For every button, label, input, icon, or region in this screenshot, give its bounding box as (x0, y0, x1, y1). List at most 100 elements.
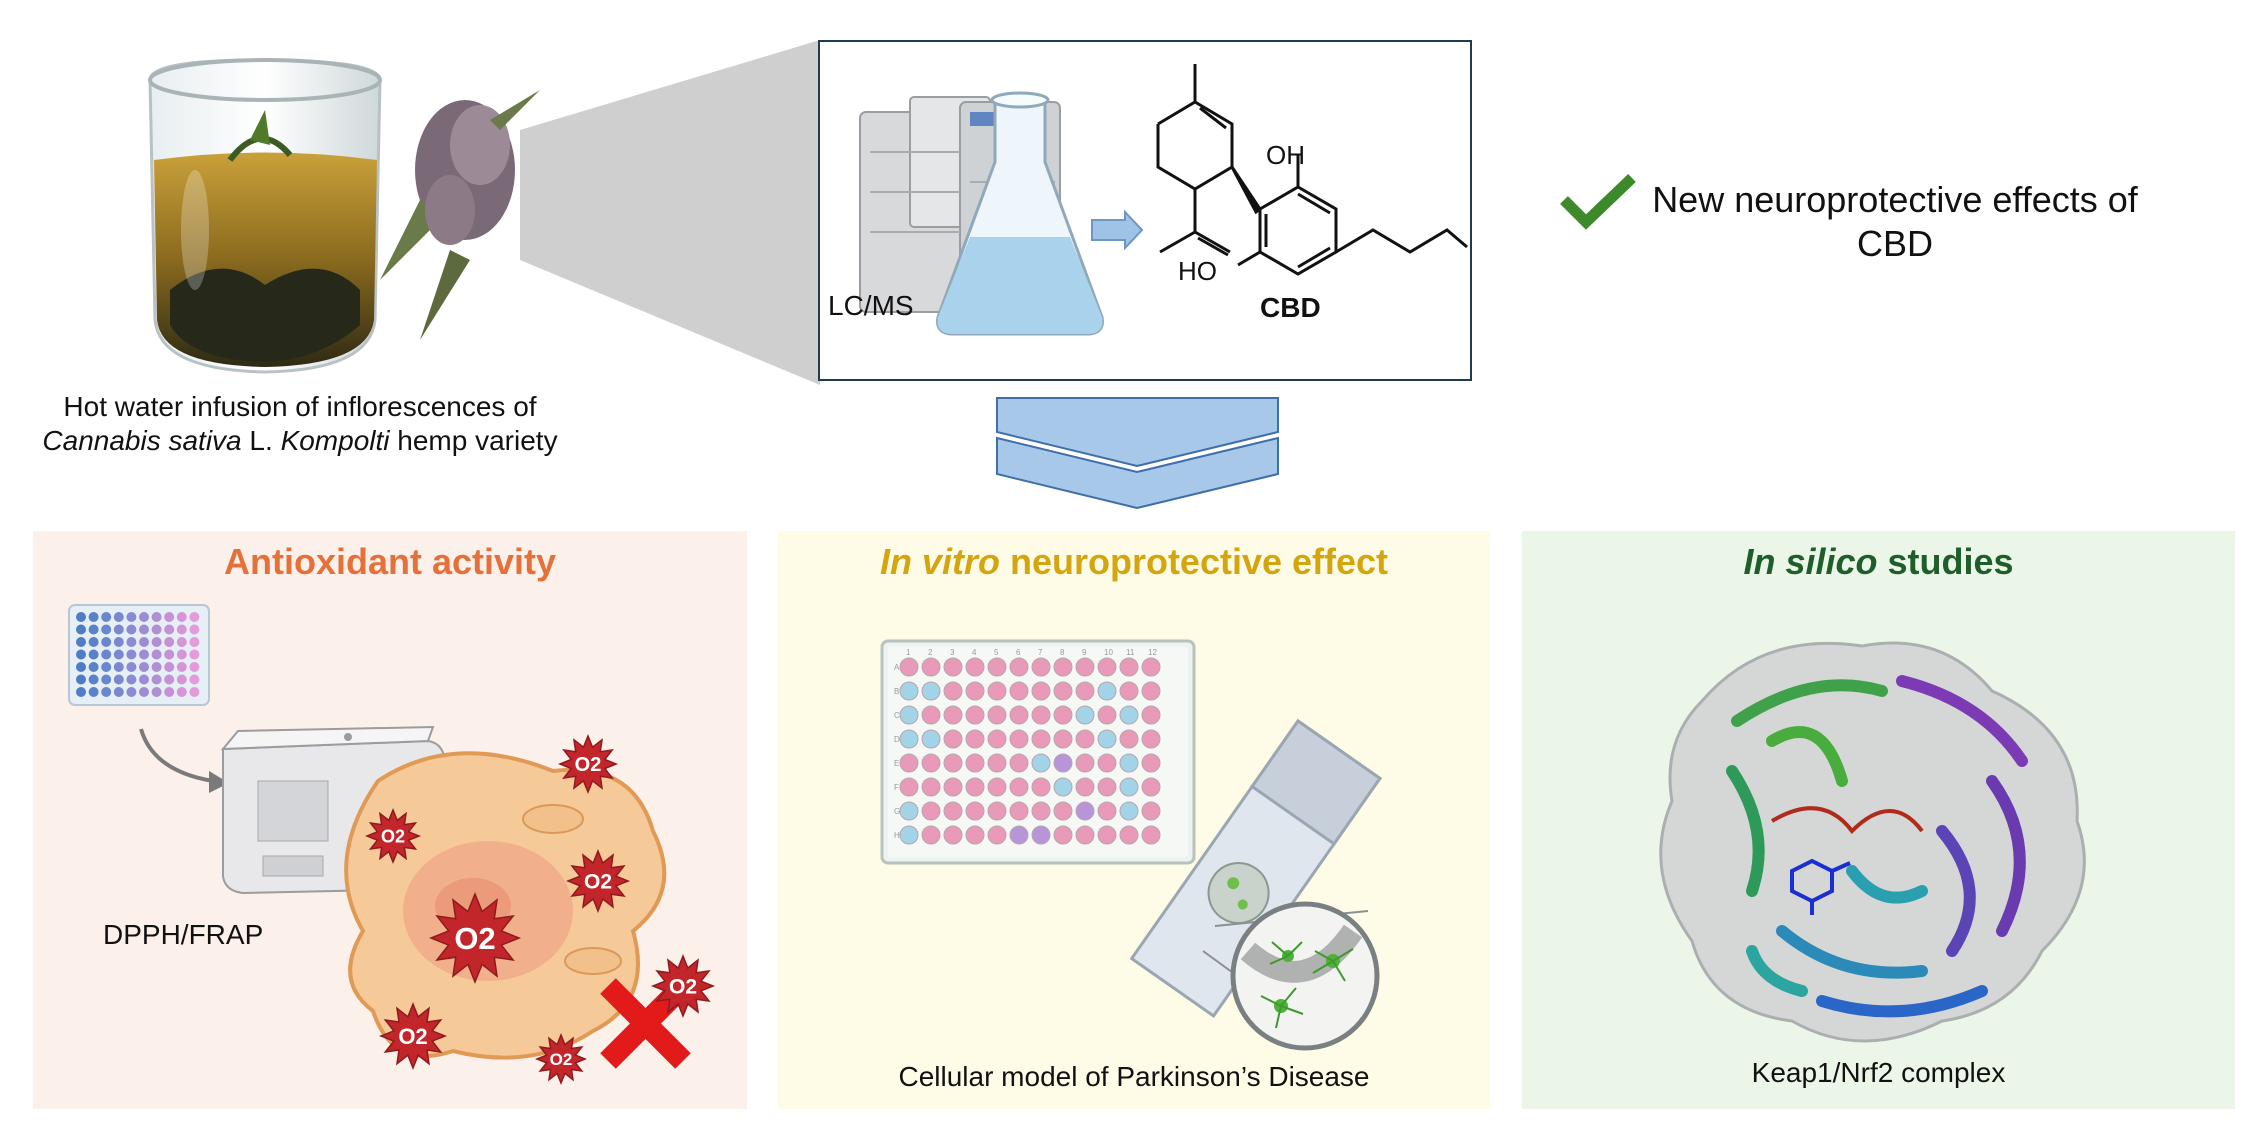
small-plate-well (76, 612, 86, 622)
plate-well (1031, 801, 1051, 821)
small-plate-well (113, 662, 124, 672)
plate-well (1031, 777, 1051, 797)
small-plate-well (88, 637, 99, 647)
plate-col-label: 12 (1148, 648, 1157, 657)
plate-well (921, 801, 941, 821)
small-plate-well (151, 612, 162, 622)
plate-row-label: F (894, 783, 899, 792)
plate-row-label: D (894, 735, 900, 744)
result-text: New neuroprotective effects of CBD (1630, 178, 2160, 266)
o2-label: O2 (669, 976, 697, 999)
small-plate-well (126, 612, 137, 622)
plate-well (1097, 729, 1117, 749)
plate-well (965, 777, 985, 797)
plate-col-label: 8 (1060, 648, 1065, 657)
plate-well (943, 753, 963, 773)
insilico-title: In silico studies (1522, 541, 2235, 583)
small-plate-well (113, 687, 124, 697)
small-plate-well (189, 662, 200, 672)
plate-well (1053, 705, 1073, 725)
plate-well (1075, 777, 1095, 797)
small-plate-well (101, 649, 112, 660)
lcms-label: LC/MS (828, 290, 914, 321)
plate-well (1009, 801, 1029, 821)
plate-well (1031, 825, 1051, 845)
small-plate-well (164, 662, 175, 672)
hemp-variety-text: hemp variety (389, 425, 558, 456)
plate-well (1009, 729, 1029, 749)
small-plate-well (139, 687, 149, 697)
dpph-frap-label: DPPH/FRAP (103, 919, 264, 950)
antioxidant-panel: Antioxidant activity (33, 531, 747, 1109)
o2-radical-icon (650, 953, 716, 1019)
small-plate-well (176, 612, 187, 622)
plate-well (965, 753, 985, 773)
plate-well (965, 681, 985, 701)
small-plate-well (139, 674, 149, 685)
plate-well (943, 705, 963, 725)
plate-well (965, 657, 985, 677)
invitro-title-rest: neuroprotective effect (999, 541, 1389, 582)
invitro-caption: Cellular model of Parkinson’s Disease (898, 1061, 1370, 1092)
o2-radical-icon (364, 807, 422, 865)
plate-col-label: 1 (906, 648, 911, 657)
small-plate-well (126, 674, 137, 685)
plate-well (1141, 705, 1161, 725)
antioxidant-title: Antioxidant activity (223, 541, 557, 582)
small-plate-well (164, 674, 175, 685)
o2-label: O2 (550, 1050, 573, 1069)
plate-well (943, 777, 963, 797)
small-plate-well (176, 624, 187, 635)
small-plate-well (189, 674, 200, 685)
plate-col-label: 4 (972, 648, 977, 657)
plate-well (1009, 753, 1029, 773)
plate-well (899, 825, 919, 845)
plate-well (1075, 801, 1095, 821)
plate-well (943, 801, 963, 821)
plate-well (987, 777, 1007, 797)
small-plate-well (76, 649, 86, 660)
plate-well (1141, 657, 1161, 677)
small-plate-well (151, 637, 162, 647)
o2-label: O2 (575, 754, 602, 776)
infusion-caption-line2: Cannabis sativa L. Kompolti hemp variety (0, 424, 600, 458)
o2-label: O2 (398, 1024, 427, 1049)
plate-well (1053, 657, 1073, 677)
plate-well (899, 801, 919, 821)
small-plate-well (101, 662, 112, 672)
plate-well (1075, 753, 1095, 773)
small-plate-well (76, 687, 86, 697)
small-plate-well (176, 674, 187, 685)
plate-well (1141, 753, 1161, 773)
oh-label: OH (1266, 140, 1305, 170)
small-plate-well (88, 624, 99, 635)
plate-well (943, 729, 963, 749)
plate-well (921, 729, 941, 749)
small-plate-well (164, 637, 175, 647)
plate-well (1053, 825, 1073, 845)
well-plate-small-icon (68, 604, 210, 706)
small-plate-well (189, 624, 200, 635)
checkmark-icon (1558, 172, 1638, 232)
plate-well (1075, 729, 1095, 749)
plate-well (1009, 777, 1029, 797)
plate-col-label: 5 (994, 648, 999, 657)
lcms-box: LC/MS OH HO CBD (818, 40, 1472, 381)
plate-col-label: 9 (1082, 648, 1087, 657)
insilico-panel: In silico studies Ke (1522, 531, 2235, 1109)
small-plate-well (101, 637, 112, 647)
small-plate-well (76, 624, 86, 635)
plate-row-label: C (894, 711, 900, 720)
plate-well (965, 705, 985, 725)
plate-well (1097, 657, 1117, 677)
plate-well (1119, 657, 1139, 677)
plate-well (943, 657, 963, 677)
neurons-magnified-icon (1230, 901, 1380, 1051)
plate-well (1119, 681, 1139, 701)
zoom-projection (520, 40, 820, 390)
plate-well (1053, 777, 1073, 797)
small-plate-well (139, 612, 149, 622)
small-plate-well (113, 649, 124, 660)
